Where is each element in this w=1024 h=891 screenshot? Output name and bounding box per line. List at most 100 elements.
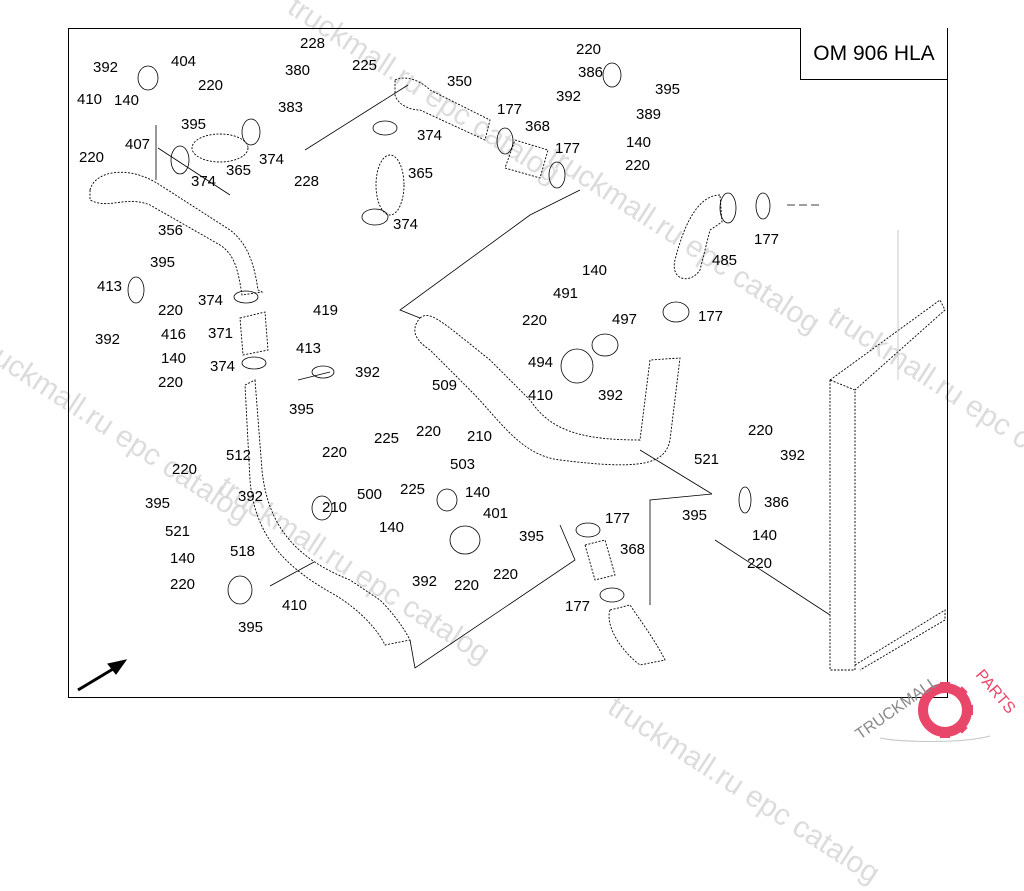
callout: 374 [259,151,285,168]
callout: 220 [172,461,198,478]
callout: 485 [712,252,738,269]
callout: 228 [294,173,320,190]
callout: 410 [77,91,103,108]
pipe-lower-left [244,379,411,646]
callout: 407 [125,136,151,153]
callout: 389 [636,106,662,123]
callout: 374 [191,173,217,190]
callout: 374 [198,292,224,309]
callout: 410 [282,597,308,614]
callout: 220 [493,566,519,583]
callout: 413 [296,340,322,357]
callout: 220 [79,149,105,166]
callout: 494 [528,354,554,371]
gear-icon [918,682,973,738]
elbow-lower [608,604,666,666]
callout: 140 [465,484,491,501]
callout: 395 [145,495,171,512]
callout: 392 [93,59,119,76]
pipe-350 [394,77,491,141]
hose-356 [89,171,264,296]
callout: 140 [752,527,778,544]
callout: 392 [95,331,121,348]
callout: 177 [754,231,780,248]
callout: 401 [483,505,509,522]
callout: 395 [655,81,681,98]
sleeve-368-lower [584,539,616,581]
callout: 350 [447,73,473,90]
callout: 220 [170,576,196,593]
callout: 413 [97,278,123,295]
callout: 220 [576,41,602,58]
callout: 368 [620,541,646,558]
callout: 210 [322,499,348,516]
callout: 395 [181,116,207,133]
callout: 392 [598,387,624,404]
callout: 371 [208,325,234,342]
truckmallparts-logo: TRUCKMALL PARTS [850,660,1024,750]
callout: 395 [682,507,708,524]
hose-485 [673,194,723,280]
callout: 392 [556,88,582,105]
callout: 392 [238,488,264,505]
callout: 512 [226,447,252,464]
bellows-365b [375,154,405,216]
callout: 140 [114,92,140,109]
callout: 368 [525,118,551,135]
callout: 140 [626,134,652,151]
callout: 521 [165,523,191,540]
pipe-509 [414,315,681,466]
callout: 410 [528,387,554,404]
callout: 395 [150,254,176,271]
cooler-bottom [854,609,946,671]
callout: 374 [393,216,419,233]
callout: 220 [416,423,442,440]
callout: 220 [625,157,651,174]
sleeve-368-upper [504,139,549,179]
callout: 177 [605,510,631,527]
callout: 220 [198,77,224,94]
callout: 225 [352,57,378,74]
callout: 386 [764,494,790,511]
callout: 395 [289,401,315,418]
logo-text-part1: TRUCKMALL [853,674,942,744]
callout: 365 [226,162,252,179]
callout: 365 [408,165,434,182]
callout: 500 [357,486,383,503]
callout: 392 [355,364,381,381]
callout: 140 [582,262,608,279]
callout: 356 [158,222,184,239]
sleeve-371 [239,311,269,356]
cooler-top [829,299,946,391]
callout: 177 [555,140,581,157]
callout: 177 [497,101,523,118]
callout: 220 [158,302,184,319]
callout: 518 [230,543,256,560]
callout: 521 [694,451,720,468]
callout: 177 [565,598,591,615]
direction-arrow [77,659,128,692]
callout: 395 [238,619,264,636]
callout: 220 [322,444,348,461]
callout: 392 [412,573,438,590]
callout: 374 [210,358,236,375]
callout: 225 [400,481,426,498]
callout: 220 [454,577,480,594]
callout: 140 [161,350,187,367]
callout: 392 [780,447,806,464]
callout: 395 [519,528,545,545]
callout: 491 [553,285,579,302]
diagram-frame [68,28,948,698]
callout: 497 [612,311,638,328]
parts-diagram [77,62,946,692]
engine-model-title: OM 906 HLA [800,28,948,80]
callout: 140 [170,550,196,567]
cooler-body [829,379,856,671]
callout: 140 [379,519,405,536]
callout: 220 [747,555,773,572]
callout: 404 [171,53,197,70]
callout: 225 [374,430,400,447]
bellows-365a [191,133,249,163]
callout: 210 [467,428,493,445]
callout: 503 [450,456,476,473]
